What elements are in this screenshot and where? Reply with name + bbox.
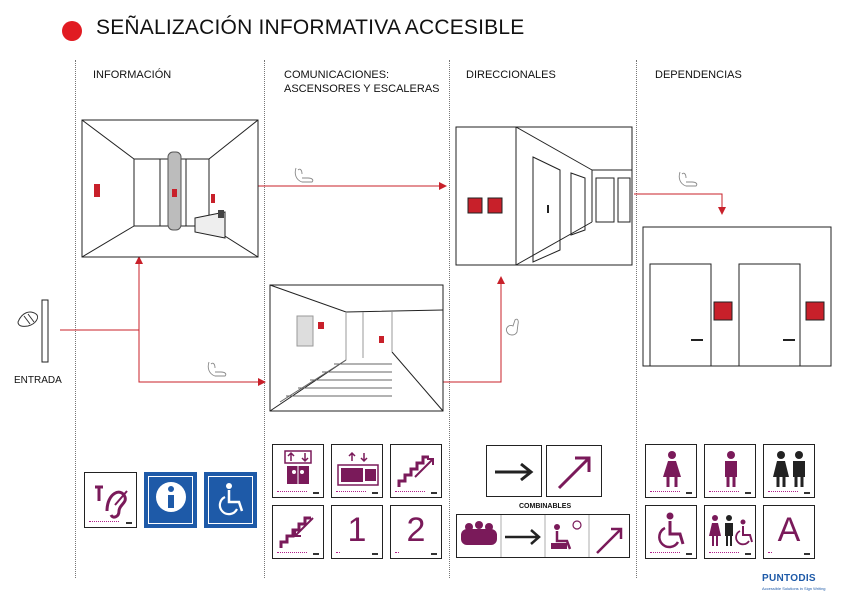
puntodis-logo: PUNTODIS [762, 573, 816, 584]
arrow-up-right-icon [557, 456, 591, 490]
scene-dependencias [642, 226, 832, 367]
tactile-hand-icon [207, 361, 227, 377]
group-icon [461, 521, 497, 545]
scene-direccionales [455, 126, 633, 266]
sign-women [645, 444, 697, 498]
sign-elevator-accessible [331, 444, 383, 498]
woman-icon [663, 451, 681, 487]
wheelchair-arrow-icon [551, 520, 582, 550]
wheelchair-icon [658, 512, 685, 549]
man-icon [725, 451, 737, 487]
scene-escaleras [269, 284, 444, 412]
woman-man-icon [773, 451, 805, 487]
tactile-hand-icon [294, 167, 314, 183]
column-separator [264, 60, 265, 578]
sign-letter: A [763, 505, 815, 559]
column-heading-dependencias: DEPENDENCIAS [655, 68, 742, 82]
sign-stairs-up [390, 444, 442, 498]
column-separator [449, 60, 450, 578]
arrow-right-icon [495, 462, 534, 482]
column-separator [75, 60, 76, 578]
stairs-up-icon [397, 455, 434, 487]
stairs-down-icon [279, 516, 314, 548]
sign-accessible-toilet [645, 505, 697, 559]
arrow-entrada-informacion [60, 256, 143, 331]
combinables-label: COMBINABLES [519, 503, 572, 510]
arrow-escaleras-direccionales [442, 276, 505, 383]
puntodis-tagline: Accessible Solutions in Sign Writing [762, 586, 826, 591]
sign-men [704, 444, 756, 498]
column-heading-comunicaciones: COMUNICACIONES: ASCENSORES Y ESCALERAS [284, 68, 440, 96]
family-wheelchair-icon [709, 515, 753, 546]
sign-floor-1: 1 [331, 505, 383, 559]
floor-number: 1 [347, 511, 367, 549]
sign-elevator [272, 444, 324, 498]
heading-line: DEPENDENCIAS [655, 69, 742, 81]
page-title: SEÑALIZACIÓN INFORMATIVA ACCESIBLE [96, 16, 525, 39]
room-letter: A [777, 511, 801, 549]
sign-stairs-down [272, 505, 324, 559]
tactile-hand-icon [678, 171, 698, 187]
elevator-accessible-icon [337, 451, 379, 486]
title-bullet-icon [62, 21, 82, 41]
arrow-entrada-escaleras [138, 330, 266, 386]
heading-line: INFORMACIÓN [93, 69, 172, 81]
arrow-dependencias [634, 193, 726, 215]
heading-line: COMUNICACIONES: [284, 69, 390, 81]
sign-information [144, 472, 197, 528]
entrada-label: ENTRADA [14, 375, 62, 386]
sign-hearing-loop [84, 472, 137, 528]
floor-number: 2 [406, 511, 426, 549]
sign-combinable-strip [456, 514, 630, 558]
heading-line: DIRECCIONALES [466, 69, 556, 81]
deaf-assist-icon [95, 485, 128, 519]
column-heading-informacion: INFORMACIÓN [93, 68, 171, 82]
sign-family-accessible [704, 505, 756, 559]
combinable-signs [461, 515, 623, 557]
elevator-icon [284, 450, 312, 484]
wheelchair-icon [218, 483, 244, 516]
sign-arrow-up-right [546, 445, 602, 497]
column-heading-direccionales: DIRECCIONALES [466, 68, 556, 82]
information-icon [156, 482, 186, 512]
heading-line: ASCENSORES Y ESCALERAS [284, 83, 440, 95]
sign-women-men [763, 444, 815, 498]
tactile-hand-icon [17, 311, 39, 327]
column-separator [636, 60, 637, 578]
sign-wheelchair [204, 472, 257, 528]
entrance-sign [41, 299, 49, 363]
sign-arrow-right [486, 445, 542, 497]
tactile-hand-icon [506, 318, 519, 336]
scene-informacion [81, 119, 259, 258]
sign-floor-2: 2 [390, 505, 442, 559]
